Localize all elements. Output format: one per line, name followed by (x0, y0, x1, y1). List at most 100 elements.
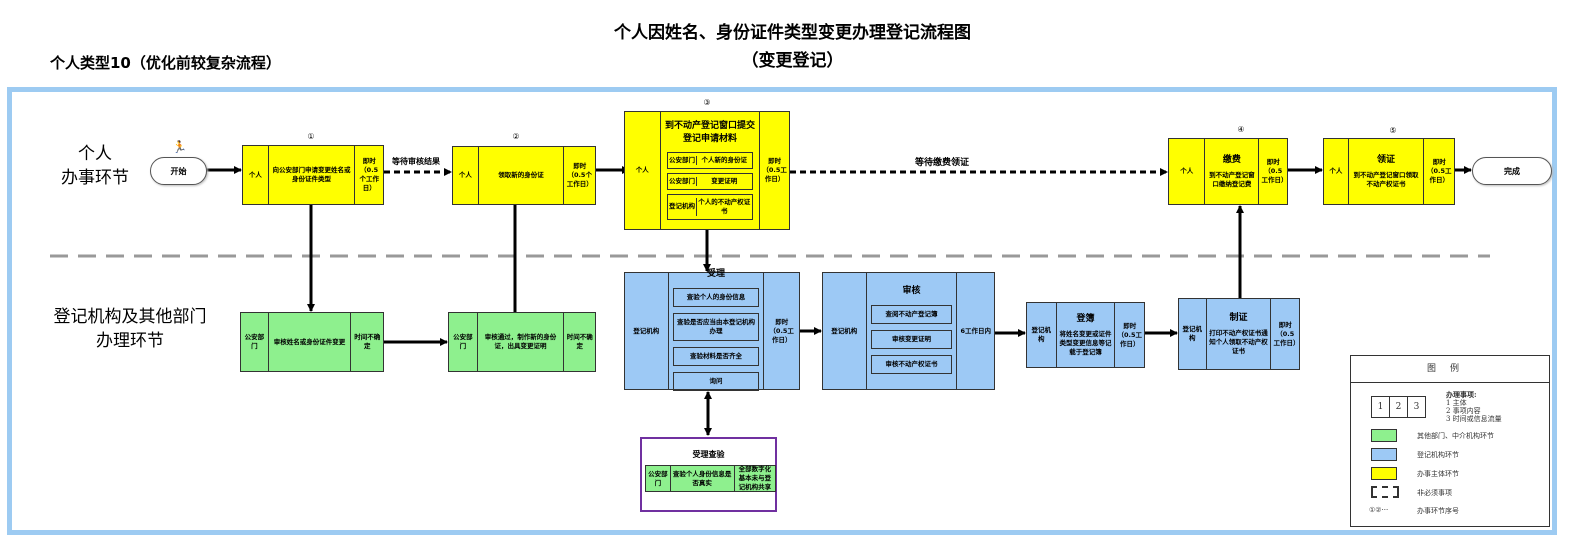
step-time: 时间不确定 (354, 333, 381, 350)
step-time: 即时（0.5工作日） (762, 157, 787, 183)
step-content-text: 审核通过，制作新的身份证，出具变更证明 (484, 333, 557, 350)
step-title: 到不动产登记窗口提交登记申请材料 (664, 120, 755, 144)
step-material-row: 公安部门变更证明 (667, 172, 753, 190)
lane-label-line: 办理环节 (96, 331, 164, 351)
step-content: 受理查验个人的身份信息查验是否应当由本登记机构办理查验材料是否齐全询问 (669, 269, 765, 391)
step-number: ① (307, 132, 315, 141)
step-time: 即时（0.5工作日） (1273, 320, 1300, 347)
step-actor: 登记机构 (1179, 299, 1207, 369)
process-caption: 个人类型10（优化前较复杂流程） (50, 54, 281, 72)
step-time: 6工作日内 (960, 326, 991, 335)
step-content-text: 到不动产登记窗口缴纳登记费 (1209, 171, 1255, 188)
legend-cell: 3 (1413, 402, 1420, 412)
step-time: 即时（0.5个工作日） (359, 157, 379, 192)
material-source: 登记机构 (669, 202, 695, 210)
legend-blue-label: 登记机构环节 (1417, 451, 1459, 459)
verify-title: 受理查验 (692, 450, 725, 459)
step-content-text: 查验个人身份信息是否真实 (672, 469, 732, 487)
step-box-b2: 个人 领取新的身份证 即时（0.5个工作日） (452, 146, 596, 205)
legend-swatch-green (1371, 429, 1397, 442)
step-time: 即时（0.5工作日） (1261, 158, 1288, 184)
step-time: 即时（0.5工作日） (1117, 321, 1142, 348)
step-actor: 个人 (1324, 139, 1349, 204)
step-title: 登簿 (1076, 314, 1095, 324)
step-actor: 登记机构 (625, 273, 669, 389)
step-time: 即时（0.5工作日） (769, 317, 794, 344)
step-box-s3: 登记机构登簿将姓名变更或证件类型变更信息等记载于登记簿即时（0.5工作日） (1026, 302, 1145, 368)
step-box-b4: 个人缴费到不动产登记窗口缴纳登记费即时（0.5工作日） (1168, 138, 1288, 205)
lane-label-line: 办事环节 (61, 168, 129, 188)
step-content-text: 领取新的身份证 (498, 171, 544, 179)
step-actor: 个人 (625, 112, 661, 229)
step-title: 受理 (706, 269, 725, 279)
step-number: ⑤ (1389, 126, 1397, 135)
step-content: 审核通过，制作新的身份证，出具变更证明 (478, 313, 565, 371)
step-actor: 个人 (1169, 139, 1206, 204)
legend-numbering-symbol: ①②··· (1369, 506, 1389, 514)
lane-label-agencies: 登记机构及其他部门 办理环节 (40, 305, 220, 353)
step-time: 时间不确定 (566, 333, 593, 350)
legend-item: 3 时间或信息流量 (1446, 415, 1502, 423)
step-time: 即时（0.5工作日） (1426, 158, 1452, 184)
step-actor: 个人 (453, 147, 479, 204)
step-title: 缴费 (1222, 155, 1241, 165)
step-subtask: 查验个人的身份信息 (672, 288, 759, 307)
legend-numbering-label: 办事环节序号 (1417, 507, 1459, 515)
step-actor: 公安部门 (646, 466, 671, 491)
legend-cell: 2 (1390, 397, 1408, 417)
step-box-b1: 个人向公安部门申请变更姓名或身份证件类型即时（0.5个工作日） (242, 145, 384, 205)
step-subtask: 查阅不动产登记簿 (870, 305, 953, 324)
step-content: 到不动产登记窗口提交登记申请材料公安部门个人新的身份证公安部门变更证明登记机构个… (661, 112, 761, 229)
step-box-s1: 登记机构受理查验个人的身份信息查验是否应当由本登记机构办理查验材料是否齐全询问即… (624, 269, 800, 391)
step-actor: 公安部门 (241, 313, 269, 371)
material-source: 公安部门 (669, 155, 695, 164)
diagram-subtitle: （变更登记） (741, 51, 844, 71)
step-content: 向公安部门申请变更姓名或身份证件类型 (269, 146, 356, 204)
step-content: 缴费到不动产登记窗口缴纳登记费 (1205, 139, 1260, 204)
step-content: 登簿将姓名变更或证件类型变更信息等记载于登记簿 (1057, 303, 1116, 367)
diagram-title: 个人因姓名、身份证件类型变更办理登记流程图 (614, 23, 971, 43)
step-actor: 登记机构 (1027, 303, 1057, 367)
step-title: 制证 (1229, 313, 1248, 323)
step-subtask: 审核变更证明 (870, 330, 953, 349)
legend-items-title: 办理事项: (1446, 390, 1477, 399)
step-subtask: 审核不动产权证书 (870, 355, 953, 374)
legend-items: 办理事项: 1 主体 2 事项内容 3 时间或信息流量 (1446, 390, 1502, 424)
legend-header: 图例 (1351, 356, 1549, 383)
legend-dashed-label: 非必须事项 (1417, 489, 1452, 497)
legend: 图例 1 2 3 办理事项: 1 主体 2 事项内容 3 时间或信息流量 其他部… (1350, 355, 1550, 527)
step-time: 即时（0.5个工作日） (566, 162, 593, 188)
step-content: 领证到不动产登记窗口领取不动产权证书 (1349, 139, 1425, 204)
material-name: 个人的不动产权证书 (695, 197, 752, 216)
legend-item: 1 主体 (1446, 399, 1467, 407)
wait-review-label: 等待审核结果 (392, 157, 440, 166)
legend-swatch-blue (1371, 448, 1397, 461)
step-subtask: 查验是否应当由本登记机构办理 (672, 313, 759, 341)
step-content: 审核查阅不动产登记簿审核变更证明审核不动产权证书 (867, 273, 958, 389)
lane-label-line: 个人 (78, 144, 112, 164)
material-source: 公安部门 (669, 176, 695, 185)
step-content: 查验个人身份信息是否真实 (671, 466, 735, 491)
step-subtask: 询问 (672, 372, 759, 391)
step-content-text: 审核姓名或身份证件变更 (273, 337, 346, 346)
step-content-text: 向公安部门申请变更姓名或身份证件类型 (272, 166, 351, 183)
step-number: ③ (703, 98, 711, 107)
step-content: 制证打印不动产权证书通知个人领取不动产权证书 (1207, 299, 1272, 369)
step-content: 审核姓名或身份证件变更 (269, 313, 352, 371)
legend-swatch-dashed (1371, 486, 1399, 498)
lane-label-individual: 个人 办事环节 (40, 142, 150, 190)
step-number: ④ (1237, 125, 1245, 134)
step-content: 领取新的身份证 (479, 147, 565, 204)
legend-yellow-label: 办事主体环节 (1417, 470, 1459, 478)
step-material-row: 公安部门个人新的身份证 (667, 151, 753, 169)
legend-cells: 1 2 3 (1371, 396, 1426, 418)
legend-item: 2 事项内容 (1446, 407, 1481, 415)
step-title: 审核 (902, 286, 921, 296)
diagram-frame (7, 87, 1557, 535)
end-node: 完成 (1472, 157, 1552, 185)
step-number: ② (512, 132, 520, 141)
wait-fee-label: 等待缴费领证 (915, 158, 970, 168)
